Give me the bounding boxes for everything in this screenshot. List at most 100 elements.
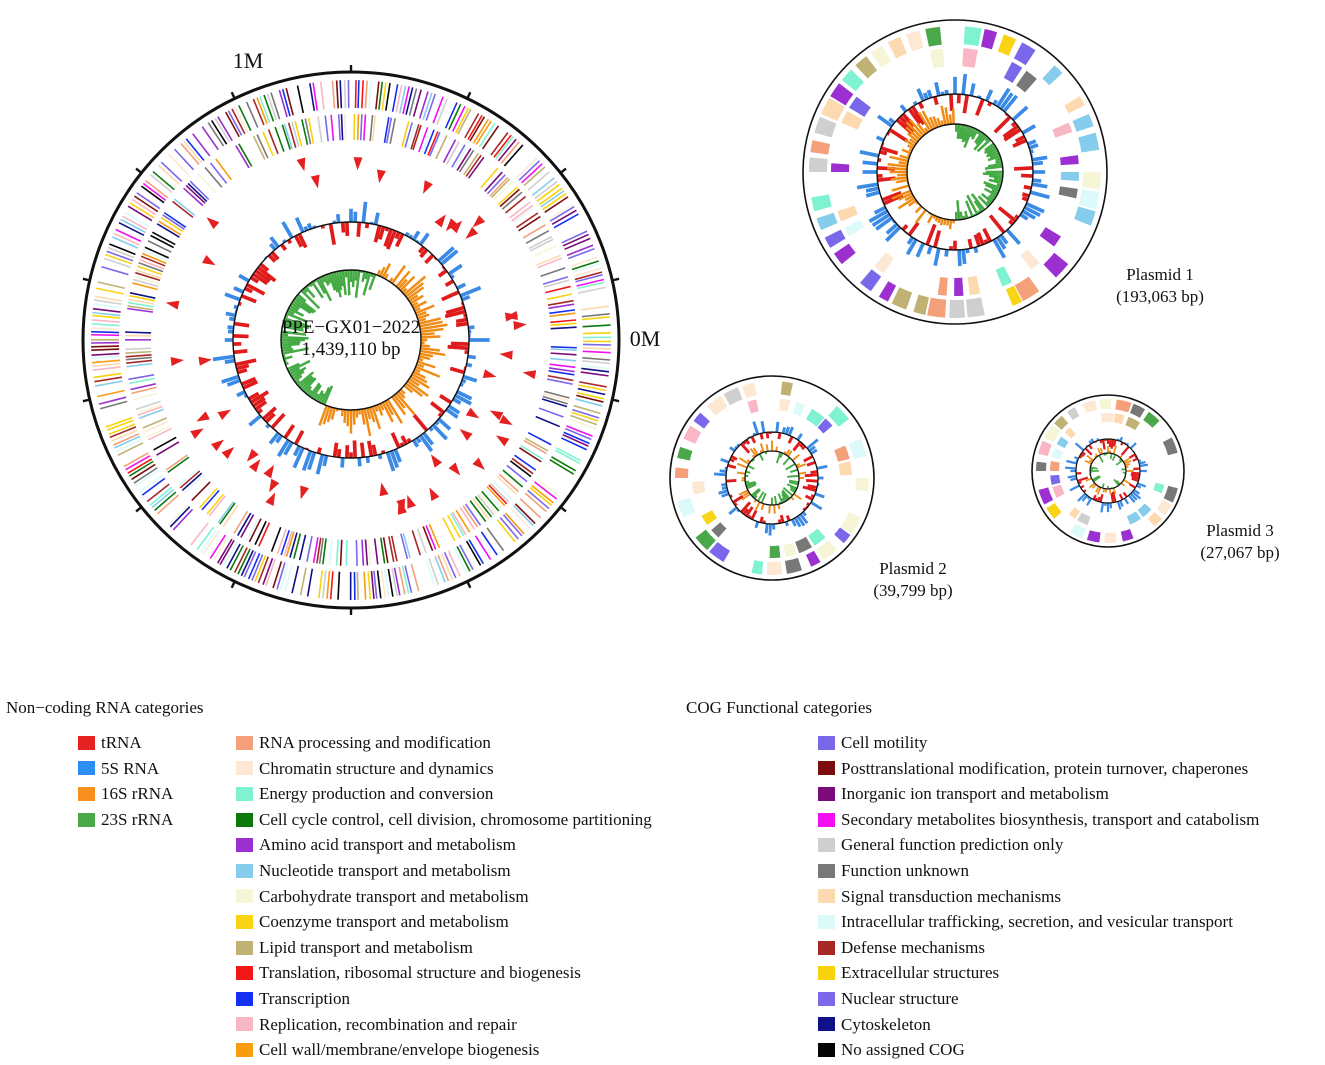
cog-gene-mark (481, 490, 500, 512)
histogram-bar (781, 497, 786, 503)
histogram-bar (415, 436, 422, 444)
histogram-bar (1115, 459, 1124, 466)
cog-gene-mark (500, 141, 520, 164)
cog-gene-mark (177, 468, 199, 487)
cog-gene-mark (561, 230, 588, 244)
cog-gene-mark (442, 139, 457, 164)
histogram-bar (785, 449, 791, 456)
cog-gene-mark (540, 190, 565, 208)
cog-gene-block (1104, 532, 1117, 543)
legend-label: Cell wall/membrane/envelope biogenesis (259, 1040, 540, 1060)
cog-gene-mark (157, 164, 180, 185)
cog-legend-item: RNA processing and modification (236, 730, 652, 756)
histogram-bar (729, 457, 735, 463)
cog-gene-mark (252, 98, 265, 126)
cog-gene-mark (387, 568, 394, 597)
histogram-bar (984, 183, 1000, 192)
cog-gene-mark (167, 456, 190, 474)
cog-gene-mark (162, 214, 185, 230)
cog-gene-block (995, 266, 1013, 287)
ncrna-marker (376, 169, 386, 184)
histogram-bar (1025, 202, 1045, 214)
cog-gene-mark (574, 271, 603, 281)
histogram-bar (383, 228, 394, 247)
cog-gene-block (962, 48, 978, 68)
histogram-bar (1108, 439, 1112, 448)
cog-gene-mark (570, 256, 598, 267)
cog-gene-block (709, 542, 730, 563)
cog-gene-block (1162, 437, 1178, 456)
cog-gene-mark (147, 427, 172, 441)
histogram-bar (885, 225, 902, 242)
histogram-bar (1112, 445, 1118, 455)
histogram-bar (963, 126, 974, 149)
cog-gene-mark (480, 531, 498, 556)
histogram-bar (365, 456, 371, 464)
cog-gene-mark (367, 539, 372, 566)
histogram-bar (437, 246, 455, 263)
cog-gene-mark (304, 118, 312, 145)
cog-gene-block (1156, 499, 1172, 516)
histogram-bar (1014, 134, 1026, 143)
histogram-bar (1092, 475, 1101, 483)
scale-tick (135, 167, 143, 174)
histogram-bar (379, 266, 386, 277)
histogram-bar (961, 125, 969, 143)
cog-gene-mark (141, 252, 167, 265)
gc-skew-baseline (1089, 452, 1127, 490)
histogram-bar (1120, 482, 1125, 487)
histogram-bar (747, 464, 755, 470)
cog-gene-block (677, 446, 693, 461)
histogram-bar (928, 116, 937, 129)
cog-gene-mark (219, 502, 236, 525)
cog-gene-mark (544, 196, 569, 213)
histogram-bar (995, 159, 1003, 164)
cog-gene-block (1101, 412, 1115, 423)
histogram-bar (741, 493, 751, 501)
cog-gene-mark (113, 232, 140, 246)
cog-gene-mark (563, 431, 590, 445)
legend-swatch (818, 1042, 835, 1057)
cog-gene-mark (548, 303, 575, 310)
histogram-bar (1031, 155, 1048, 162)
cog-gene-mark (206, 493, 225, 515)
cog-gene-mark (401, 566, 410, 594)
histogram-bar (789, 468, 798, 473)
scale-tick (82, 398, 90, 403)
histogram-bar (787, 450, 793, 457)
histogram-bar (898, 192, 913, 201)
histogram-bar (336, 448, 342, 458)
cog-gene-mark (98, 396, 127, 405)
cog-gene-mark (564, 237, 591, 251)
cog-gene-mark (501, 191, 523, 210)
histogram-bar (796, 515, 806, 527)
histogram-bar (357, 409, 362, 415)
histogram-bar (745, 481, 756, 486)
histogram-bar (252, 272, 269, 286)
cog-gene-mark (550, 319, 577, 324)
cog-gene-mark (412, 124, 422, 151)
cog-gene-mark (140, 255, 166, 267)
cog-gene-mark (527, 431, 552, 446)
histogram-bar (419, 349, 446, 357)
cog-gene-mark (465, 540, 482, 566)
cog-gene-mark (284, 564, 294, 592)
histogram-bar (1127, 494, 1136, 503)
histogram-bar (381, 401, 394, 423)
cog-gene-block (1044, 424, 1061, 443)
histogram-bar (286, 309, 295, 315)
histogram-bar (781, 491, 789, 501)
histogram-bar (773, 504, 776, 514)
histogram-bar (412, 370, 426, 379)
histogram-bar (759, 443, 765, 453)
legend-label: Cytoskeleton (841, 1014, 931, 1034)
histogram-bar (933, 230, 942, 248)
histogram-bar (1102, 488, 1106, 493)
histogram-bar (1003, 127, 1022, 142)
cog-gene-mark (538, 187, 563, 206)
cog-legend-item: Secondary metabolites biosynthesis, tran… (818, 807, 1259, 833)
histogram-bar (254, 269, 272, 283)
cog-gene-block (1013, 42, 1036, 66)
cog-gene-mark (536, 183, 560, 202)
histogram-bar (1081, 451, 1086, 456)
